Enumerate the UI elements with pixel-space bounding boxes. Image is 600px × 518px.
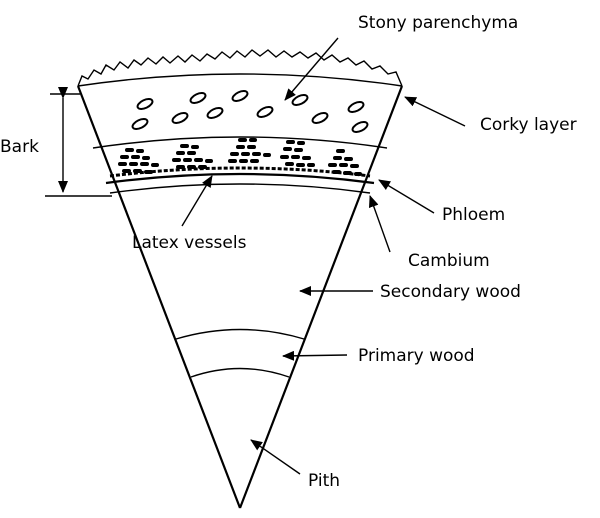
secondary-wood-label: Secondary wood [380, 282, 521, 302]
corky-layer-label: Corky layer [480, 115, 577, 135]
latex-vessels-label: Latex vessels [132, 233, 247, 253]
rough-outer-surface [78, 50, 402, 86]
stony-parenchyma-label: Stony parenchyma [358, 13, 518, 33]
phloem-label: Phloem [442, 205, 505, 225]
bark-bracket [45, 94, 112, 196]
cambium-label: Cambium [408, 251, 490, 271]
primary-wood-label: Primary wood [358, 346, 475, 366]
bark-label: Bark [0, 137, 39, 157]
stony-parenchyma-cells [131, 89, 369, 134]
layer-boundaries [78, 74, 402, 377]
pith-label: Pith [308, 471, 340, 491]
